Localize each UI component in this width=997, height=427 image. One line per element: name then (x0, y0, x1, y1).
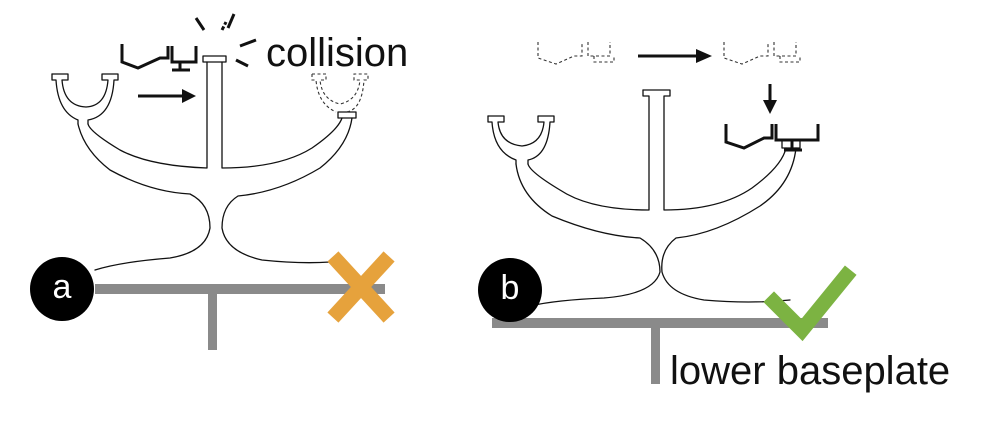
check-icon (763, 265, 857, 342)
badge-b-label: b (501, 269, 520, 307)
panel-a: collision a (30, 13, 408, 350)
badge-a-label: a (53, 268, 72, 306)
cross-icon (327, 251, 395, 323)
baseplate-b (492, 318, 828, 384)
panel-b: b lower baseplate (478, 42, 950, 393)
ghost-gripper-start (537, 42, 615, 65)
move-arrow-b-vertical (763, 84, 777, 114)
ghost-gripper-end (723, 42, 801, 65)
move-arrow-a (138, 89, 196, 103)
lower-baseplate-label: lower baseplate (670, 349, 950, 393)
move-arrow-b-horizontal (638, 49, 712, 63)
collision-sparks (194, 13, 257, 68)
baseplate-a (95, 284, 385, 350)
badge-a: a (30, 257, 94, 321)
gripper-b (724, 124, 820, 152)
tree-structure-b (487, 89, 801, 307)
gripper-a (120, 44, 198, 72)
collision-label: collision (266, 31, 408, 75)
tree-structure-a (51, 55, 369, 277)
badge-b: b (478, 258, 542, 322)
